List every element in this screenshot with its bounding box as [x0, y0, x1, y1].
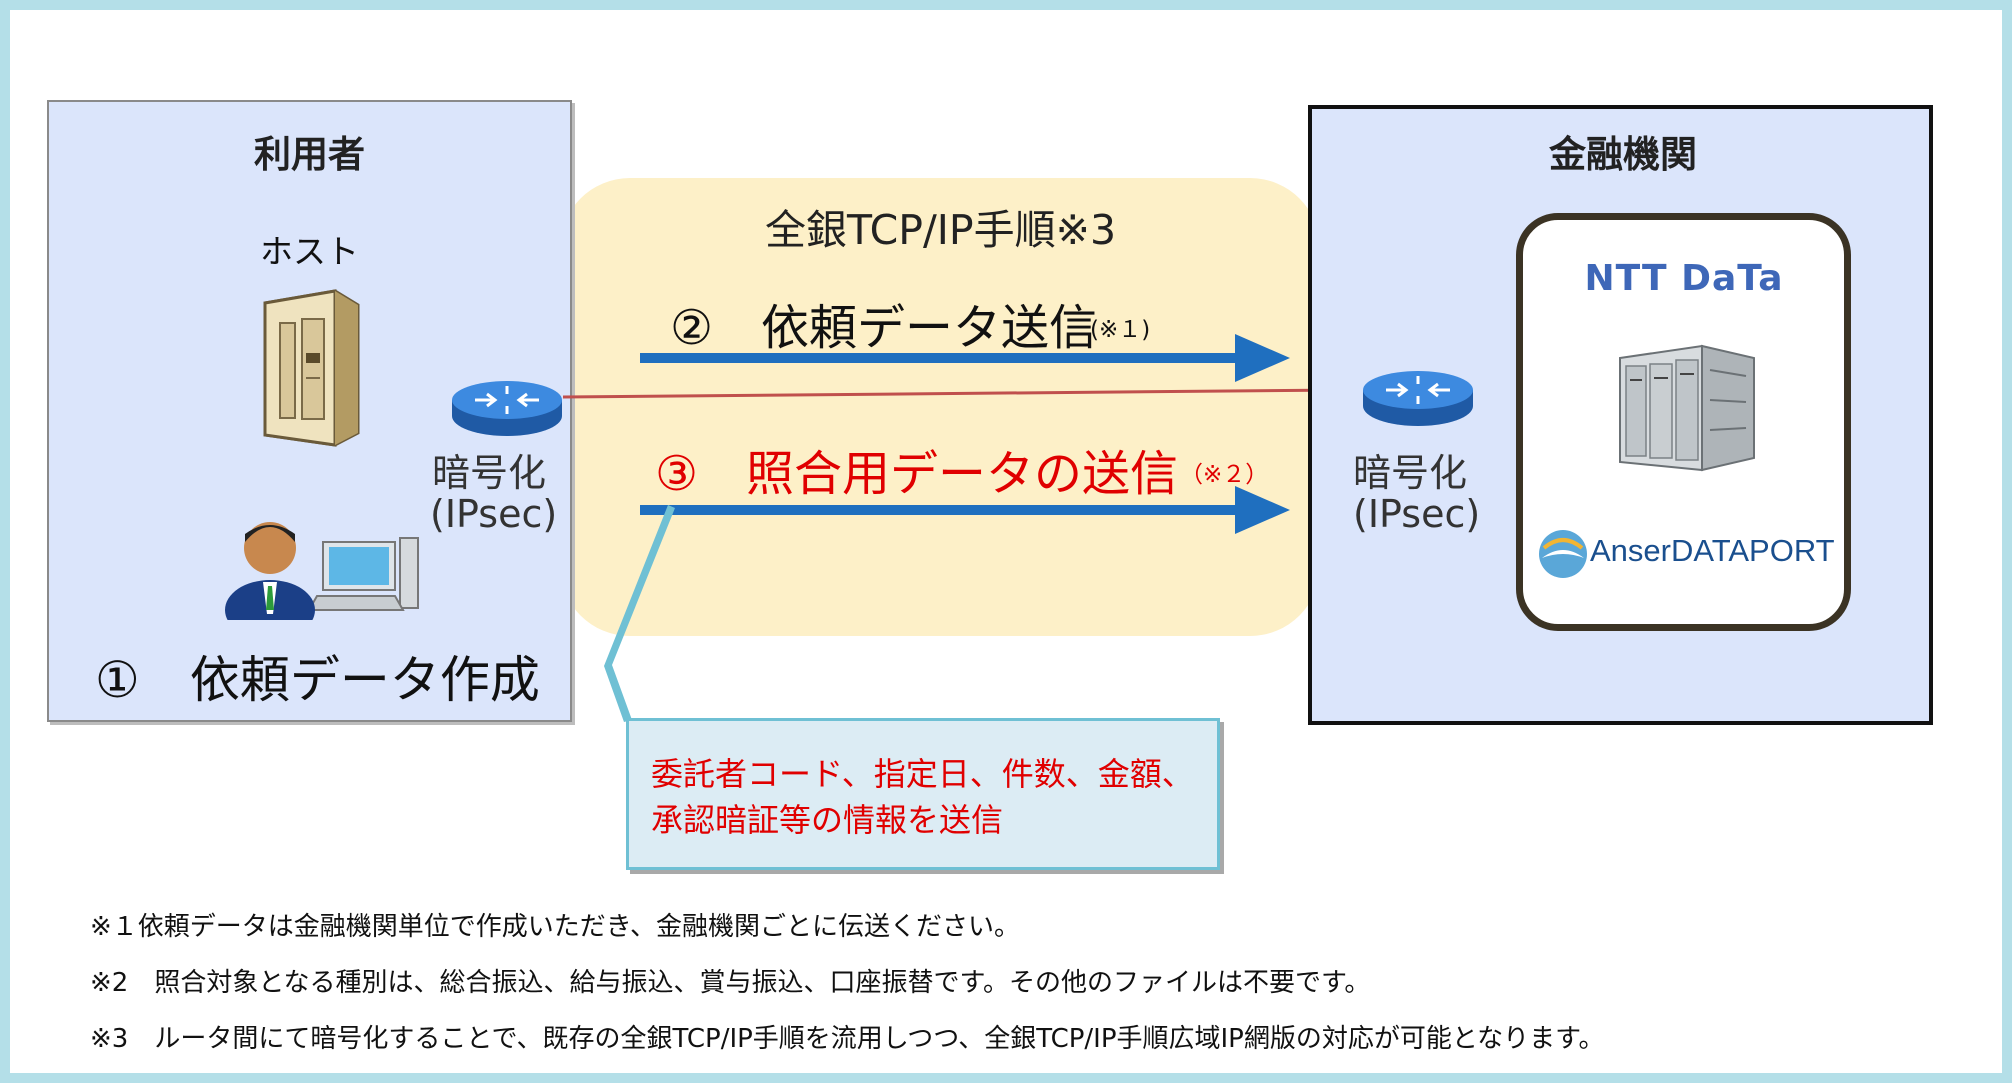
callout-line1: 委託者コード、指定日、件数、金額、	[651, 755, 1194, 793]
step3-note: （※２）	[1180, 462, 1269, 488]
protocol-title: 全銀TCP/IP手順※3	[765, 206, 1117, 254]
anser-dataport-logo: AnserDATAPORT	[1590, 533, 1835, 568]
bank-router-label2: (IPsec)	[1353, 492, 1481, 536]
user-title: 利用者	[254, 133, 365, 176]
server-icon	[263, 289, 360, 447]
footnote-2: ※2 照合対象となる種別は、総合振込、給与振込、賞与振込、口座振替です。その他の…	[90, 968, 1371, 998]
callout-text: 委託者コード、指定日、件数、金額、 承認暗証等の情報を送信	[651, 751, 1194, 843]
step1-label: ① 依頼データ作成	[95, 651, 540, 709]
step3-arrow	[640, 486, 1290, 534]
callout-box: 委託者コード、指定日、件数、金額、 承認暗証等の情報を送信	[626, 718, 1220, 870]
bank-router-label1: 暗号化	[1353, 451, 1468, 495]
step3-label: ③ 照合用データの送信	[655, 446, 1179, 502]
datacenter-server-icon	[1619, 344, 1755, 472]
user-router-label2: (IPsec)	[430, 492, 558, 536]
router-link-line	[562, 388, 1346, 399]
step2-label: ② 依頼データ送信	[670, 300, 1098, 356]
bank-router-icon	[1363, 371, 1473, 426]
protocol-band	[560, 178, 1320, 636]
footnote-3: ※3 ルータ間にて暗号化することで、既存の全銀TCP/IP手順を流用しつつ、全銀…	[90, 1024, 1605, 1054]
user-router-icon	[452, 381, 562, 436]
step2-arrow	[640, 334, 1290, 382]
footnote-1: ※１依頼データは金融機関単位で作成いただき、金融機関ごとに伝送ください。	[90, 912, 1020, 942]
anser-logo-emblem	[1539, 530, 1587, 578]
user-at-pc-icon	[225, 522, 419, 620]
host-label: ホスト	[260, 232, 359, 271]
user-router-label1: 暗号化	[432, 451, 547, 495]
bank-title: 金融機関	[1549, 133, 1697, 176]
callout-pointer	[604, 505, 675, 722]
step2-note: (※１)	[1090, 317, 1151, 343]
ntt-data-logo: NTT DaTa	[1584, 258, 1784, 299]
callout-line2: 承認暗証等の情報を送信	[651, 801, 1004, 839]
